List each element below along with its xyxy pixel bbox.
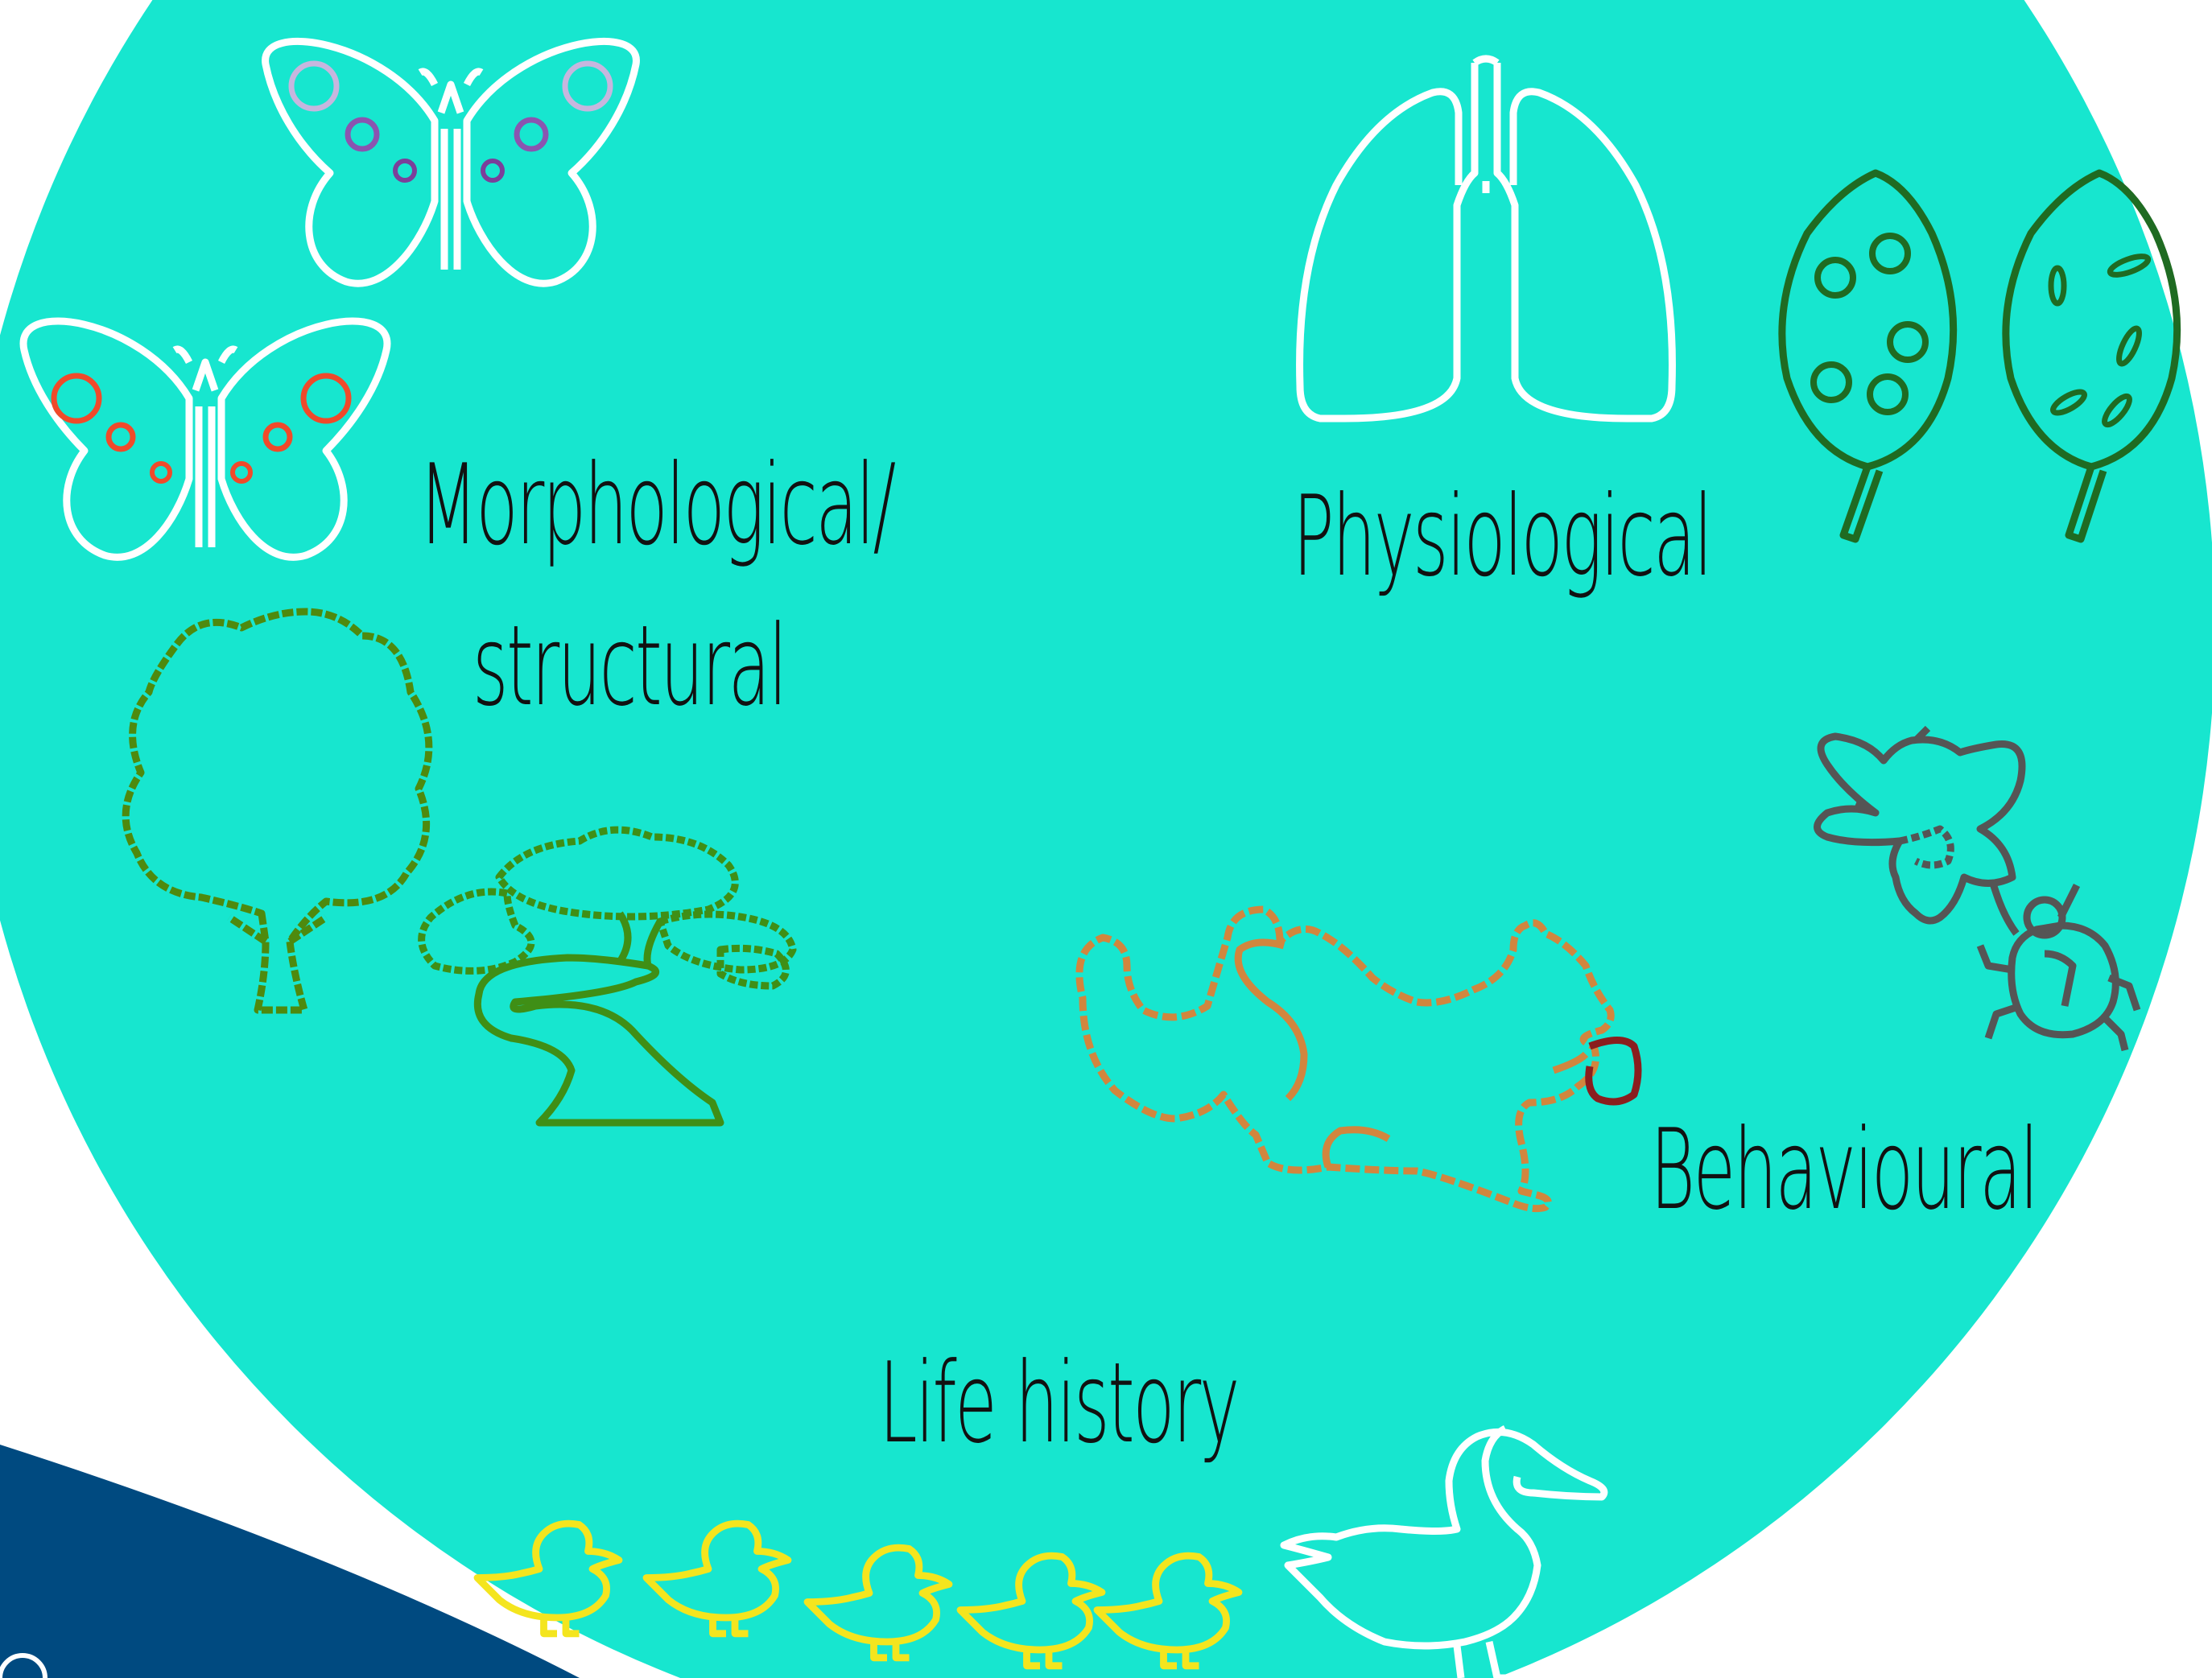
duckling-icon	[803, 1544, 953, 1662]
duckling-body	[956, 1552, 1106, 1654]
wave-background	[0, 1445, 580, 1678]
squirrel-icon	[1075, 905, 1615, 1213]
behavioural-label: Behavioural	[1650, 1105, 2039, 1235]
duckling-icon	[642, 1519, 792, 1638]
duckling-body	[1093, 1552, 1243, 1654]
duckling-body	[473, 1519, 623, 1622]
duckling-icon	[1093, 1552, 1243, 1670]
life-history-label: Life history	[879, 1338, 1240, 1468]
morphological-label: Morphological/ structural	[419, 425, 896, 747]
duckling-legs	[1160, 1650, 1199, 1670]
tree-icon	[122, 608, 433, 1014]
duckling-icon	[956, 1552, 1106, 1670]
duckling-legs	[1023, 1650, 1063, 1670]
duckling-legs	[709, 1618, 749, 1638]
bee-icon	[1814, 725, 2026, 925]
beetle-icon	[1976, 880, 2141, 1052]
butterfly-red-spots-icon	[19, 317, 391, 561]
duckling-body	[642, 1519, 792, 1622]
physiological-label: Physiological	[1293, 472, 1713, 601]
leaf-stomata-icon	[2002, 169, 2181, 543]
bonsai-tree-icon	[418, 826, 797, 1127]
duckling-legs	[540, 1618, 580, 1638]
acorn-icon	[1585, 1037, 1642, 1106]
duck-icon	[1280, 1424, 1608, 1678]
morphological-label-line1: Morphological/	[419, 440, 896, 570]
butterfly-purple-spots-icon	[262, 38, 640, 287]
morphological-label-line2: structural	[472, 601, 787, 731]
lungs-icon	[1296, 55, 1676, 423]
leaf-spots-icon	[1778, 169, 1958, 543]
duckling-legs	[870, 1642, 910, 1662]
logo-fragment-icon	[0, 1653, 47, 1678]
duckling-body	[803, 1544, 953, 1646]
duckling-icon	[473, 1519, 623, 1638]
